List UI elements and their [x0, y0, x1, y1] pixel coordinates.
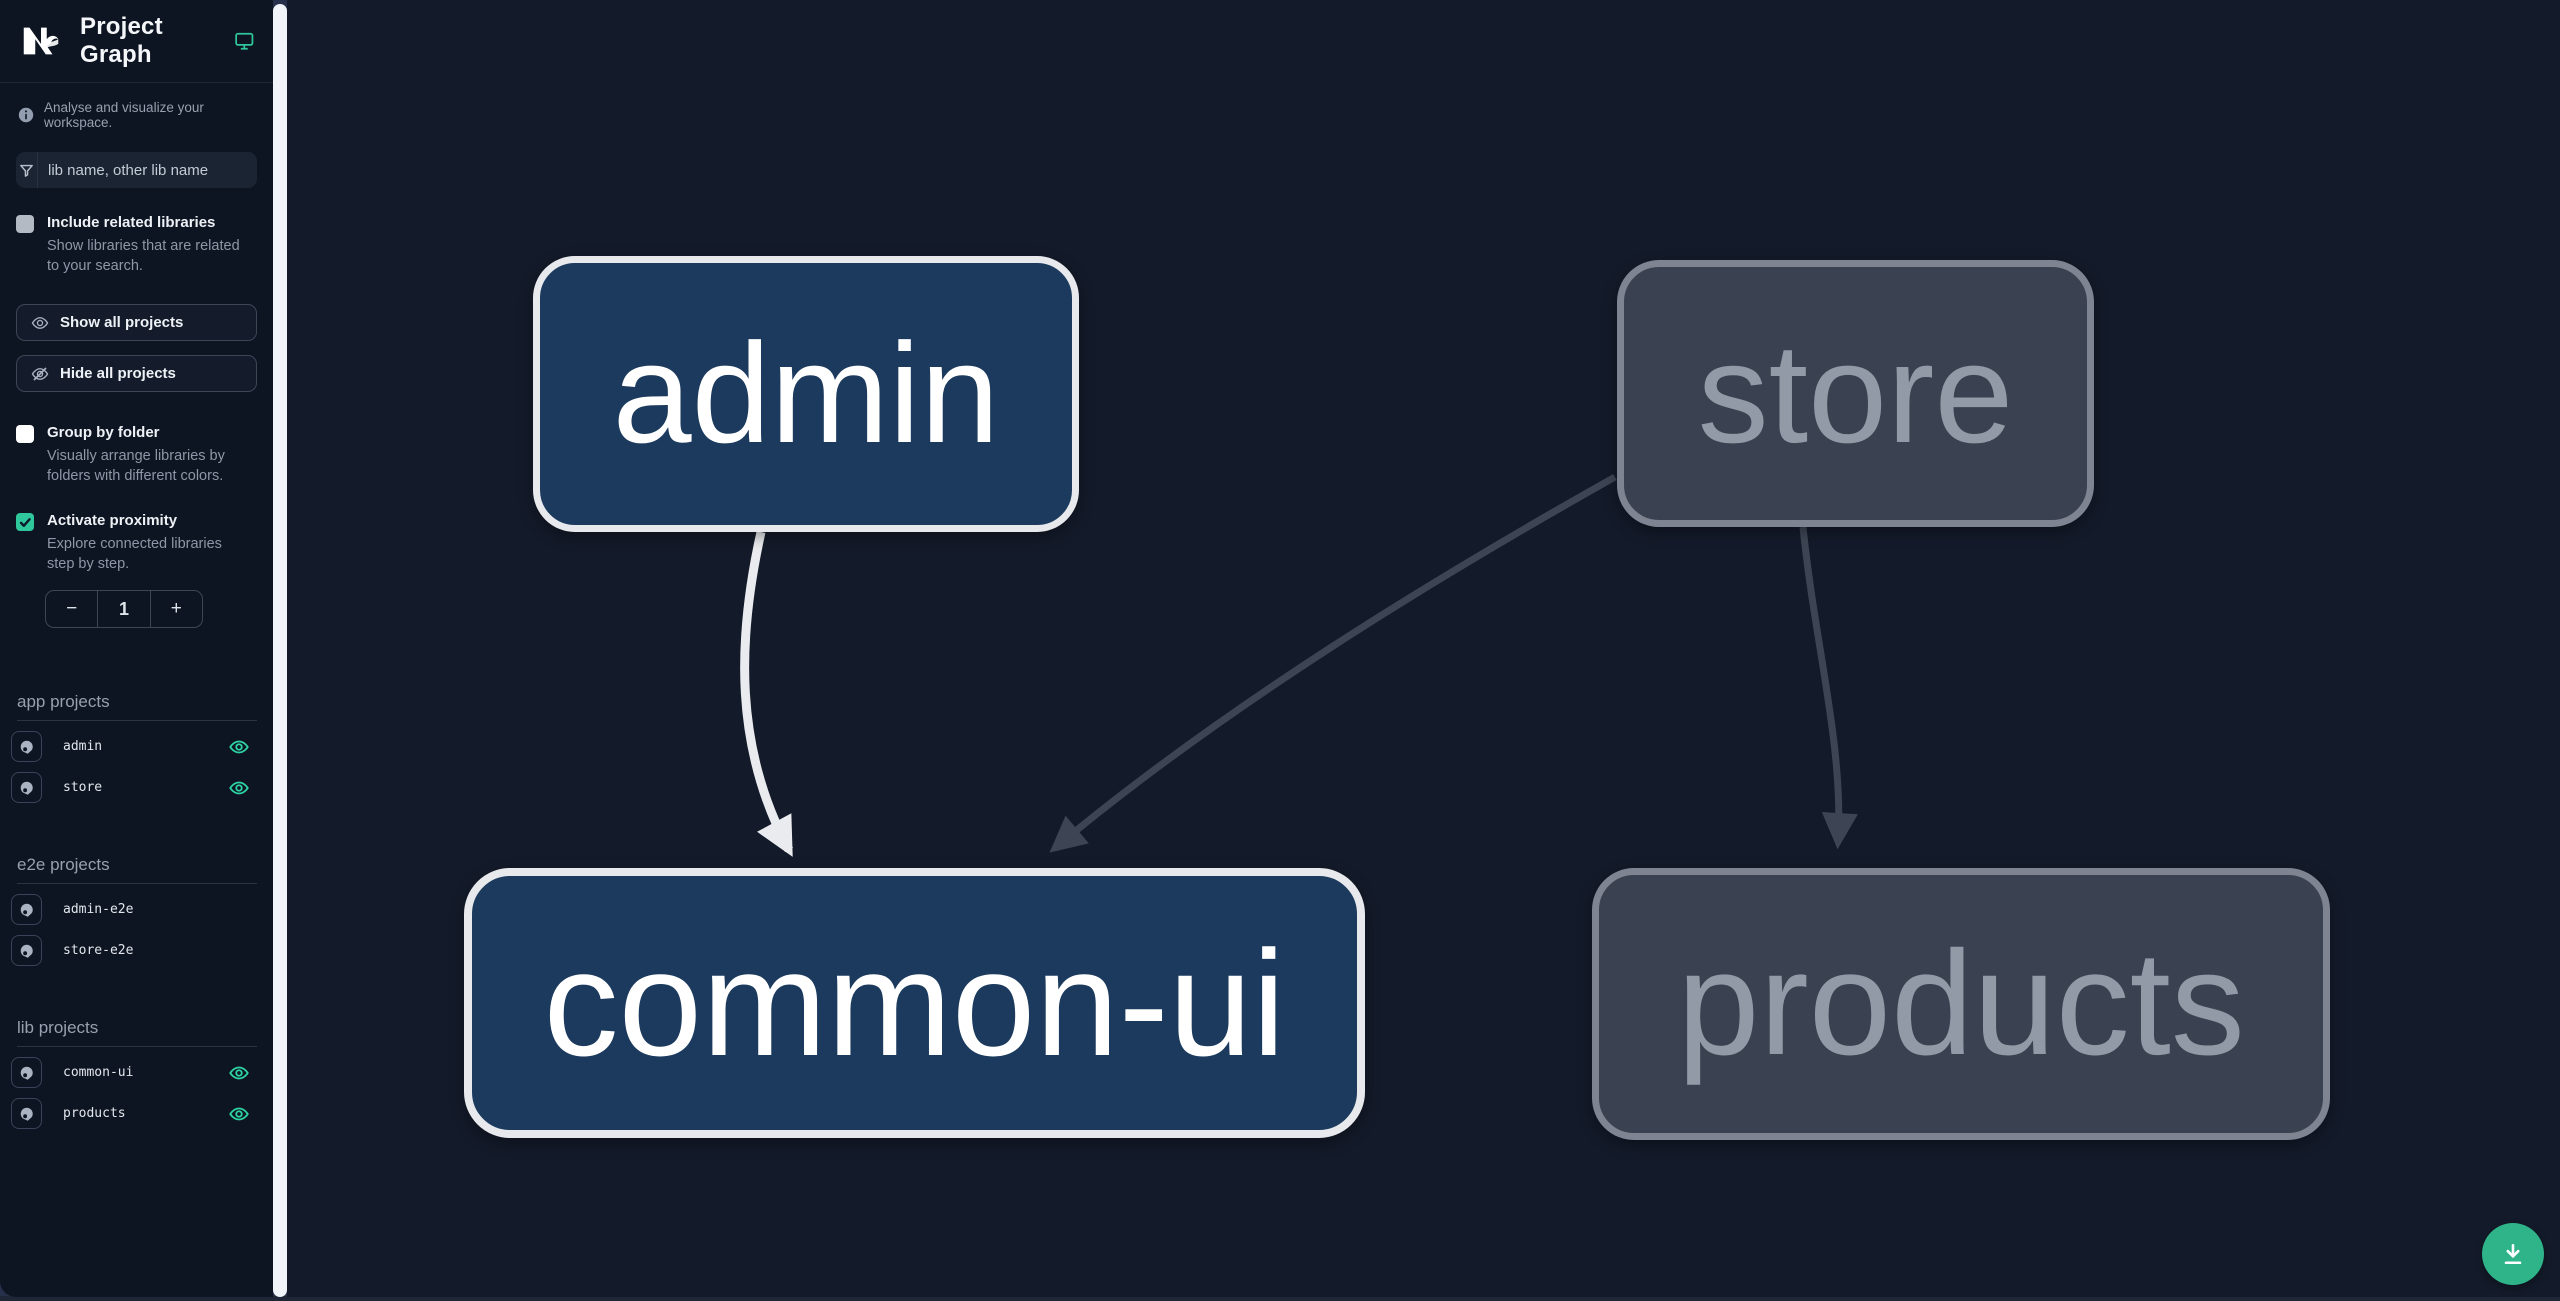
focus-project-button[interactable] [11, 1098, 42, 1129]
show-all-projects-button[interactable]: Show all projects [16, 304, 257, 341]
node-label: store [1697, 313, 2014, 473]
focus-project-icon [20, 1107, 33, 1121]
graph-node-common-ui[interactable]: common-ui [464, 868, 1365, 1138]
focus-project-button[interactable] [11, 772, 42, 803]
graph-node-store[interactable]: store [1617, 260, 2094, 527]
sidebar-scrollbar[interactable] [273, 4, 287, 1297]
option-description: Show libraries that are related to your … [47, 238, 240, 274]
option-label: Group by folder [47, 424, 160, 441]
section-heading-lib-projects: lib projects [17, 1018, 257, 1047]
project-name: admin-e2e [63, 902, 134, 917]
project-row-common-ui: common-ui [11, 1057, 257, 1088]
toggle-visibility-eye-icon[interactable] [228, 1103, 250, 1125]
project-name: products [63, 1106, 126, 1121]
option-include-related: Include related libraries Show libraries… [0, 214, 273, 276]
tagline-text: Analyse and visualize your workspace. [44, 100, 204, 130]
node-label: common-ui [543, 919, 1286, 1087]
eye-icon [31, 316, 49, 329]
monitor-icon[interactable] [234, 29, 255, 53]
project-name: common-ui [63, 1065, 134, 1080]
download-icon [2504, 1243, 2522, 1265]
option-activate-proximity: Activate proximity Explore connected lib… [0, 512, 273, 574]
option-description: Explore connected libraries step by step… [47, 536, 222, 572]
edge-store-to-products[interactable] [1799, 526, 1858, 850]
activate-proximity-checkbox[interactable] [16, 513, 34, 531]
node-label: products [1677, 921, 2245, 1086]
include-related-checkbox[interactable] [16, 215, 34, 233]
focus-project-icon [20, 903, 33, 917]
focus-project-icon [20, 1066, 33, 1080]
focus-project-icon [20, 740, 33, 754]
toggle-visibility-eye-icon[interactable] [228, 777, 250, 799]
project-row-store: store [11, 772, 257, 803]
option-label: Include related libraries [47, 214, 216, 231]
option-group-by-folder: Group by folder Visually arrange librari… [0, 424, 273, 486]
proximity-decrement-button[interactable]: − [46, 591, 97, 627]
proximity-stepper: − 1 + [45, 590, 203, 628]
project-row-store-e2e: store-e2e [11, 935, 257, 966]
focus-project-icon [20, 944, 33, 958]
graph-edges [740, 473, 1858, 857]
option-label: Activate proximity [47, 512, 178, 529]
project-name: store [63, 780, 103, 795]
download-graph-button[interactable] [2482, 1223, 2544, 1285]
button-label: Show all projects [60, 314, 184, 331]
toggle-visibility-eye-icon[interactable] [228, 736, 250, 758]
filter-icon [16, 152, 38, 188]
focus-project-button[interactable] [11, 1057, 42, 1088]
search-box [16, 152, 257, 188]
focus-project-button[interactable] [11, 731, 42, 762]
graph-node-products[interactable]: products [1592, 868, 2330, 1140]
edge-admin-to-common-ui[interactable] [740, 531, 793, 857]
nx-logo-icon [23, 27, 59, 55]
graph-node-admin[interactable]: admin [533, 256, 1079, 532]
sidebar: Project Graph Analyse and visualize your… [0, 0, 273, 1297]
button-label: Hide all projects [60, 365, 176, 382]
group-by-folder-checkbox[interactable] [16, 425, 34, 443]
toggle-visibility-eye-icon[interactable] [228, 1062, 250, 1084]
node-label: admin [612, 314, 1000, 473]
project-row-admin-e2e: admin-e2e [11, 894, 257, 925]
bottom-edge-divider [0, 1296, 2560, 1301]
sidebar-header: Project Graph [0, 0, 273, 83]
section-heading-e2e-projects: e2e projects [17, 855, 257, 884]
graph-canvas[interactable]: admin store common-ui products [287, 0, 2560, 1297]
focus-project-button[interactable] [11, 894, 42, 925]
edge-store-to-common-ui[interactable] [1049, 473, 1617, 853]
focus-project-icon [20, 781, 33, 795]
eye-off-icon [31, 366, 49, 381]
info-icon [18, 107, 34, 123]
project-name: store-e2e [63, 943, 134, 958]
focus-project-button[interactable] [11, 935, 42, 966]
proximity-increment-button[interactable]: + [151, 591, 202, 627]
option-description: Visually arrange libraries by folders wi… [47, 448, 225, 484]
project-name: admin [63, 739, 103, 754]
section-heading-app-projects: app projects [17, 692, 257, 721]
tagline-row: Analyse and visualize your workspace. [0, 83, 273, 134]
hide-all-projects-button[interactable]: Hide all projects [16, 355, 257, 392]
app-title: Project Graph [80, 13, 163, 68]
project-row-admin: admin [11, 731, 257, 762]
check-icon [19, 517, 31, 527]
project-row-products: products [11, 1098, 257, 1129]
proximity-value: 1 [97, 591, 151, 627]
search-input[interactable] [38, 152, 257, 188]
